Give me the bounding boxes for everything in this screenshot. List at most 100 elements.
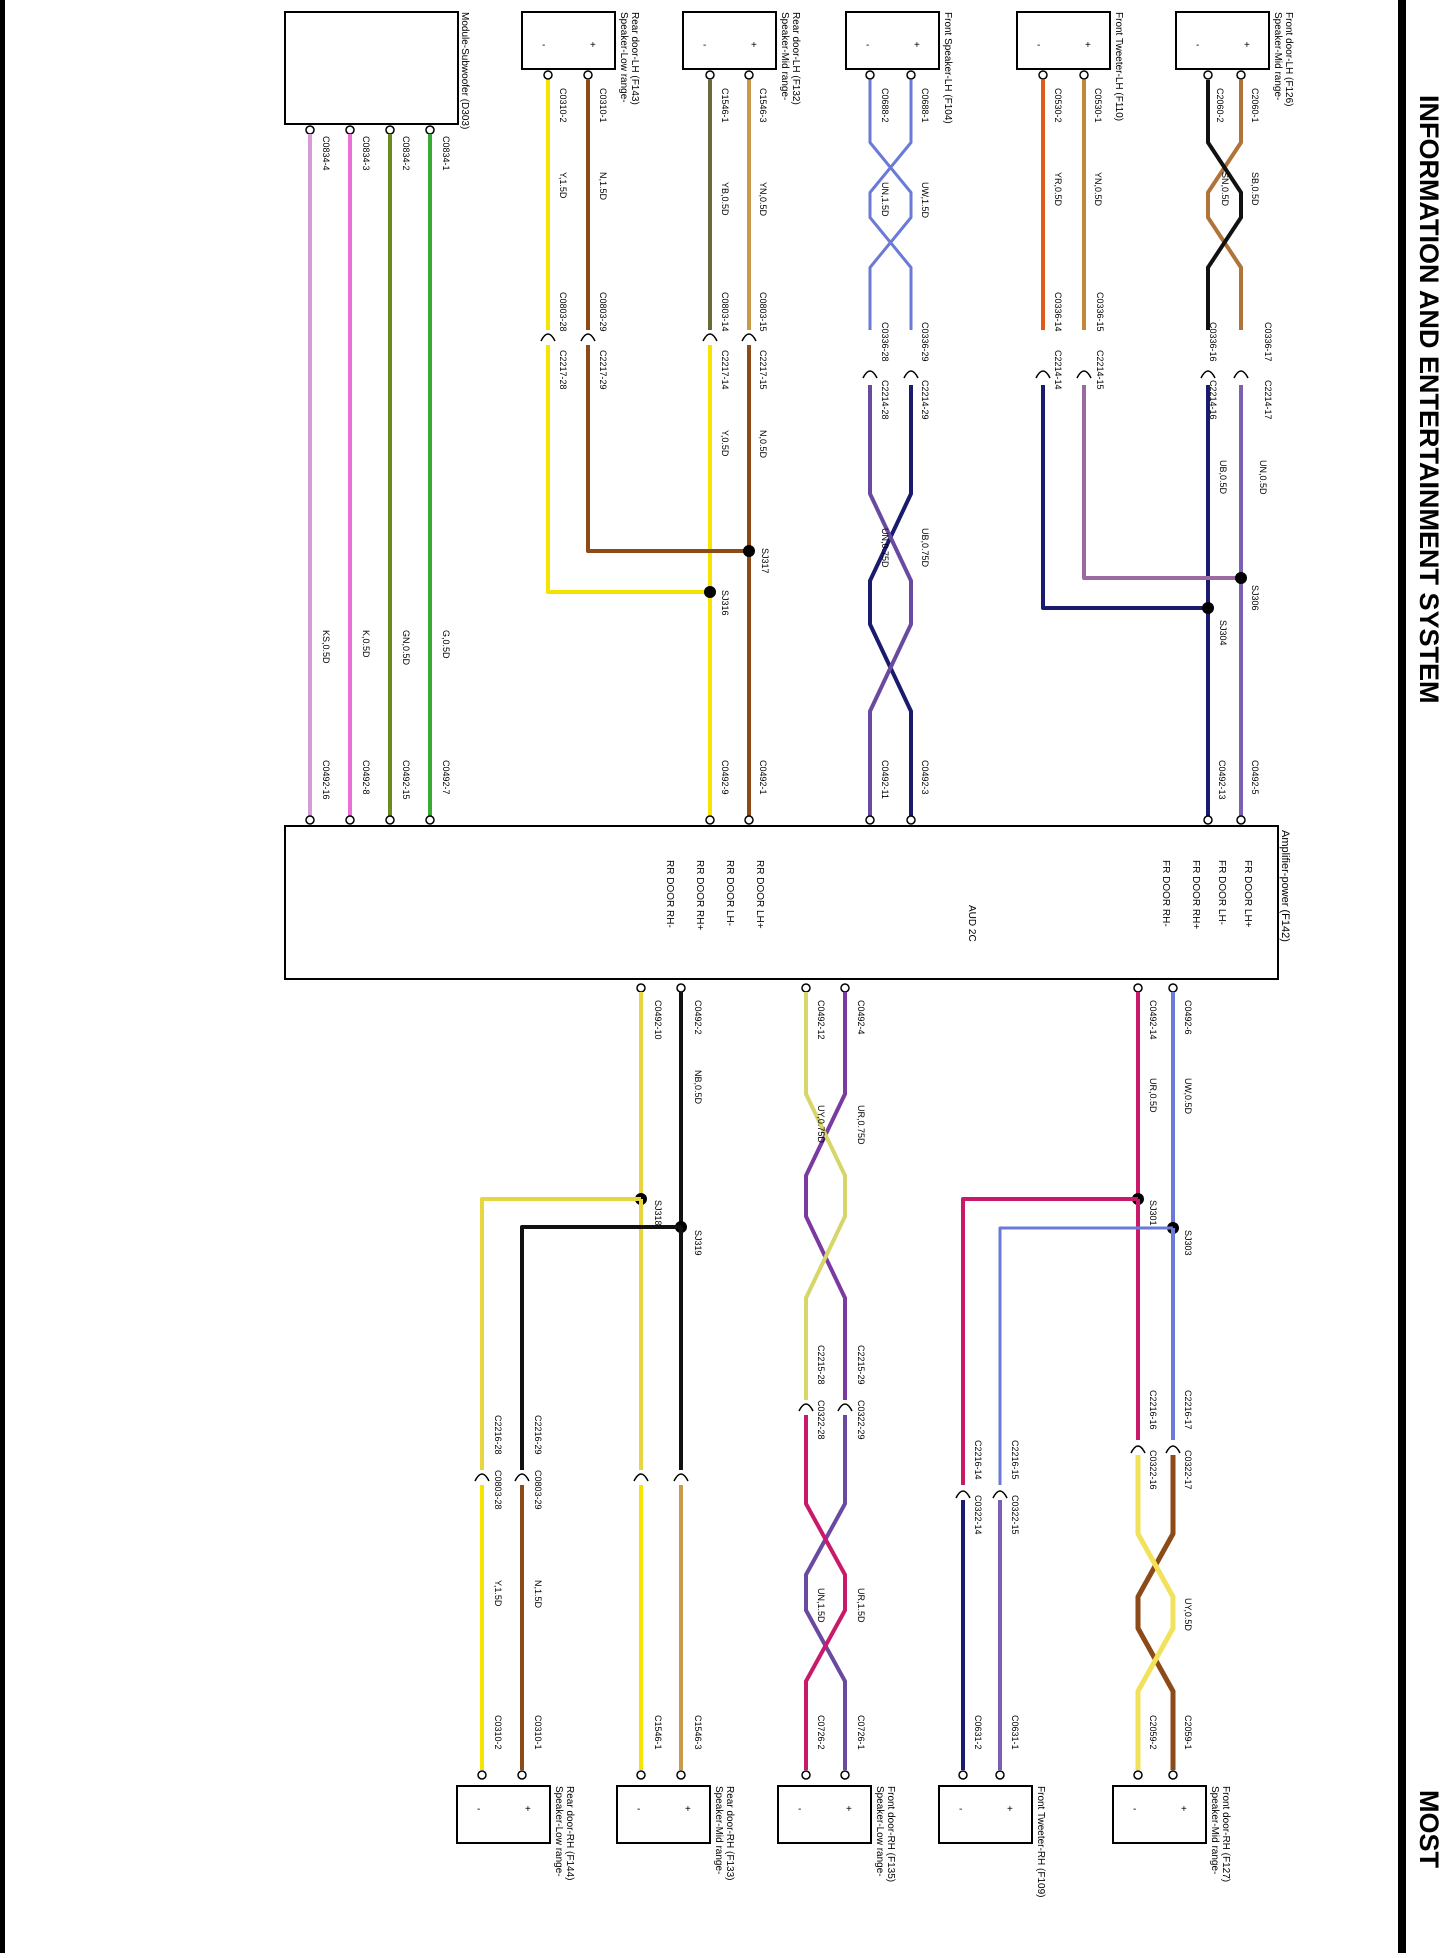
component-label-top-0-0: Speaker-Mid range- (1272, 12, 1283, 100)
connector-label-bottom-28-group: C1546-3 (693, 1715, 703, 1750)
wire-label-4-group: YN,0.5D (1093, 172, 1103, 207)
amp-pin-right-2: FR DOOR RH+ (1190, 860, 1201, 929)
wire-label-5: YR,0.5D (1053, 172, 1063, 207)
connector-label-top-23-group: C2217-14 (720, 350, 730, 390)
connector-label-top-1-group: C2060-2 (1215, 88, 1225, 123)
connector-label-top-2: C0336-17 (1263, 322, 1273, 362)
wire-label-12: N,0.5D (758, 430, 768, 459)
pin-connector (1236, 70, 1246, 80)
wire-label-29: Y,1.5D (493, 1580, 503, 1607)
amp-pin-connector (1203, 815, 1213, 825)
connector-label-bottom-10: C2216-15 (1010, 1440, 1020, 1480)
connector-label-top-11-group: C2214-14 (1053, 350, 1063, 390)
splice-label-7-group: SJ319 (693, 1230, 703, 1256)
amp-pin-connector (345, 815, 355, 825)
amp-pin-connector (865, 815, 875, 825)
connector-label-top-12: C0688-1 (920, 88, 930, 123)
connector-label-top-42: C0492-8 (361, 760, 371, 795)
connector-label-bottom-21-group: C0803-28 (493, 1470, 503, 1510)
connector-label-bottom-24: C0631-1 (1010, 1715, 1020, 1750)
connector-label-top-34: C0492-5 (1250, 760, 1260, 795)
connector-label-top-17-group: C2214-28 (880, 380, 890, 420)
wire-label-13-group: Y,0.5D (720, 430, 730, 457)
component-label-bottom-2-0-group: Speaker-Low range- (874, 1786, 885, 1877)
component-label-top-4-1: Rear door-LH (F143) (629, 12, 640, 105)
component-label-bottom-2-1: Front door-RH (F135) (885, 1786, 896, 1882)
connector-label-bottom-22: C2059-1 (1183, 1715, 1193, 1750)
component-label-bottom-3-0: Speaker-Mid range- (713, 1786, 724, 1874)
connector-label-top-39: C0492-9 (720, 760, 730, 795)
subwoofer-module-box (284, 11, 459, 125)
connector-label-top-3-group: C2214-17 (1263, 380, 1273, 420)
connector-label-top-33: C0834-4 (321, 136, 331, 171)
wire-label-16-group: G,0.5D (441, 630, 451, 659)
pin-connector (865, 70, 875, 80)
wire-y-to-sj316 (546, 345, 710, 594)
component-label-top-3-1-group: Rear door-LH (F132) (790, 12, 801, 105)
component-box-top-0 (1175, 11, 1270, 70)
connector-label-top-43: C0492-16 (321, 760, 331, 800)
component-label-bottom-4-0-group: Speaker-Low range- (553, 1786, 564, 1877)
connector-label-top-10: C0336-14 (1053, 292, 1063, 332)
pin-connector (1203, 70, 1213, 80)
connector-label-bottom-31: C0310-2 (493, 1715, 503, 1750)
inline-connector (580, 333, 596, 342)
connector-label-bottom-17-group: C0322-28 (816, 1400, 826, 1440)
connector-label-top-8-group: C0336-15 (1095, 292, 1105, 332)
connector-label-top-25: C0310-2 (558, 88, 568, 123)
pin-connector (995, 1770, 1005, 1780)
pin-connector (305, 125, 315, 135)
splice-label-6: SJ318 (653, 1200, 663, 1226)
connector-label-top-19: C1546-1 (720, 88, 730, 123)
inline-connector (903, 370, 919, 379)
connector-label-top-9-group: C2214-15 (1095, 350, 1105, 390)
splice-label-7: SJ319 (693, 1230, 703, 1256)
wire-label-10: YN,0.5D (758, 182, 768, 217)
connector-label-top-13-group: C0688-2 (880, 88, 890, 123)
component-label-bottom-2-0: Speaker-Low range- (874, 1786, 885, 1877)
wire-sb (1206, 80, 1243, 330)
connector-label-bottom-5: C0492-10 (653, 1000, 663, 1040)
pin-connector (636, 1770, 646, 1780)
connector-label-top-41-group: C0492-15 (401, 760, 411, 800)
inline-connector (633, 1473, 649, 1482)
wire-label-2-group: UN,0.5D (1258, 460, 1268, 495)
connector-label-bottom-20-group: C2216-28 (493, 1415, 503, 1455)
pin-connector (477, 1770, 487, 1780)
wire-label-17: GN,0.5D (401, 630, 411, 666)
wire-label-2: UN,0.5D (1258, 460, 1268, 495)
component-box-top-4 (521, 11, 616, 70)
amplifier-bus-label: AUD 2C (966, 905, 977, 942)
page-border-left (0, 0, 5, 1953)
wire-ur-to-tweeter (961, 1197, 1138, 1485)
connector-label-bottom-9-group: C0322-16 (1148, 1450, 1158, 1490)
pin-connector (906, 70, 916, 80)
component-label-top-4-0-group: Speaker-Low range- (618, 12, 629, 103)
connector-label-top-40: C0492-7 (441, 760, 451, 795)
wire-label-27-group: UN,1.5D (816, 1588, 826, 1623)
connector-label-bottom-17: C0322-28 (816, 1400, 826, 1440)
wire-label-21: UR,0.5D (1148, 1078, 1158, 1113)
pin-connector (1133, 1770, 1143, 1780)
inline-connector (992, 1490, 1008, 1499)
pin-minus-label: - (637, 1804, 640, 1815)
wire-un-tweeter (1082, 385, 1241, 580)
pin-connector (1079, 70, 1089, 80)
pin-plus-label: + (1085, 40, 1091, 51)
amp-pin-left-1-group: RR DOOR LH- (724, 860, 735, 926)
pin-connector (744, 70, 754, 80)
connector-label-bottom-21: C0803-28 (493, 1470, 503, 1510)
connector-label-top-2-group: C0336-17 (1263, 322, 1273, 362)
splice-label-5-group: SJ303 (1183, 1230, 1193, 1256)
wire-nb-to-low (520, 1225, 681, 1470)
connector-label-top-21: C2217-15 (758, 350, 768, 390)
connector-label-top-27: C2217-29 (598, 350, 608, 390)
section-label-group: MOST (1414, 1790, 1444, 1869)
amp-pin-left-2-group: RR DOOR RH+ (694, 860, 705, 930)
amp-pin-connector (676, 983, 686, 993)
wire-uw (868, 80, 913, 330)
component-box-bottom-4 (456, 1785, 551, 1844)
pin-plus-label: + (685, 1804, 691, 1815)
amplifier-box (284, 825, 1279, 980)
